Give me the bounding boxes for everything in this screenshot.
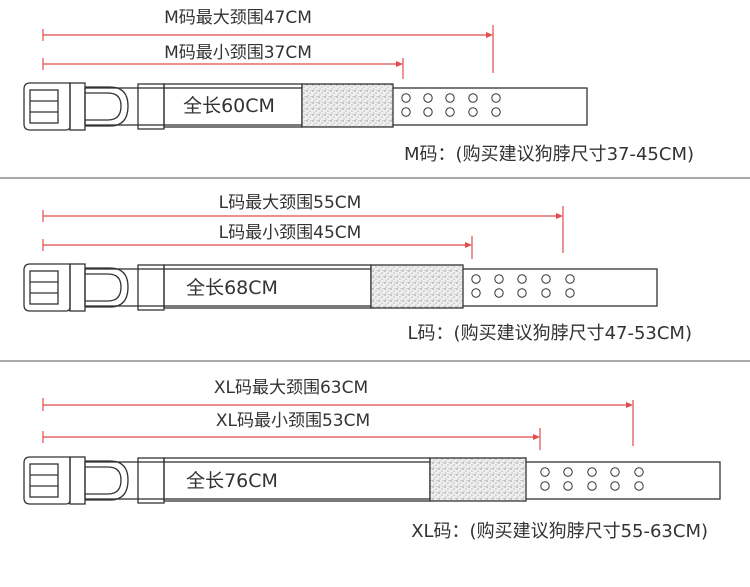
max-neck-label: L码最大颈围55CM <box>219 193 362 213</box>
adjustment-holes <box>471 274 575 298</box>
buckle-frame <box>23 263 71 312</box>
min-neck-label: M码最小颈围37CM <box>164 43 312 63</box>
buckle-frame <box>23 456 71 505</box>
min-arrow-head <box>396 61 403 67</box>
velcro-patch <box>301 83 394 128</box>
min-arrow-head <box>533 434 540 440</box>
keeper-loop <box>137 83 165 130</box>
buckle-prong <box>29 89 59 124</box>
section-m: M码最大颈围47CM M码最小颈围37CM 全长60CM <box>23 8 694 165</box>
max-arrow-head <box>556 213 563 219</box>
size-recommendation: XL码：(购买建议狗脖尺寸55-63CM) <box>411 521 708 542</box>
collar-m <box>23 82 588 131</box>
max-neck-label: M码最大颈围47CM <box>164 8 312 28</box>
buckle-prong <box>29 463 59 498</box>
min-neck-label: L码最小颈围45CM <box>219 223 362 243</box>
max-arrow-head <box>626 402 633 408</box>
buckle-frame <box>23 82 71 131</box>
total-length-label: 全长60CM <box>183 95 275 117</box>
size-recommendation: M码：(购买建议狗脖尺寸37-45CM) <box>404 144 694 165</box>
strap-loop <box>69 263 86 312</box>
adjustment-holes <box>401 93 501 117</box>
keeper-loop <box>137 457 165 504</box>
min-neck-label: XL码最小颈围53CM <box>216 411 370 431</box>
max-arrow-head <box>486 32 493 38</box>
total-length-label: 全长76CM <box>186 470 278 492</box>
total-length-label: 全长68CM <box>186 277 278 299</box>
velcro-patch <box>370 264 464 309</box>
collar-l <box>23 263 658 312</box>
keeper-loop <box>137 264 165 311</box>
strap-body <box>84 461 721 500</box>
strap-loop <box>69 456 86 505</box>
min-arrow-head <box>465 242 472 248</box>
adjustment-holes <box>540 467 644 491</box>
strap-loop <box>69 82 86 131</box>
max-neck-label: XL码最大颈围63CM <box>214 378 368 398</box>
velcro-patch <box>429 457 527 502</box>
section-xl: XL码最大颈围63CM XL码最小颈围53CM 全长76CM <box>23 378 721 542</box>
collar-xl <box>23 456 721 505</box>
buckle-prong <box>29 270 59 305</box>
size-recommendation: L码：(购买建议狗脖尺寸47-53CM) <box>408 323 692 344</box>
section-l: L码最大颈围55CM L码最小颈围45CM 全长68CM <box>23 193 692 344</box>
